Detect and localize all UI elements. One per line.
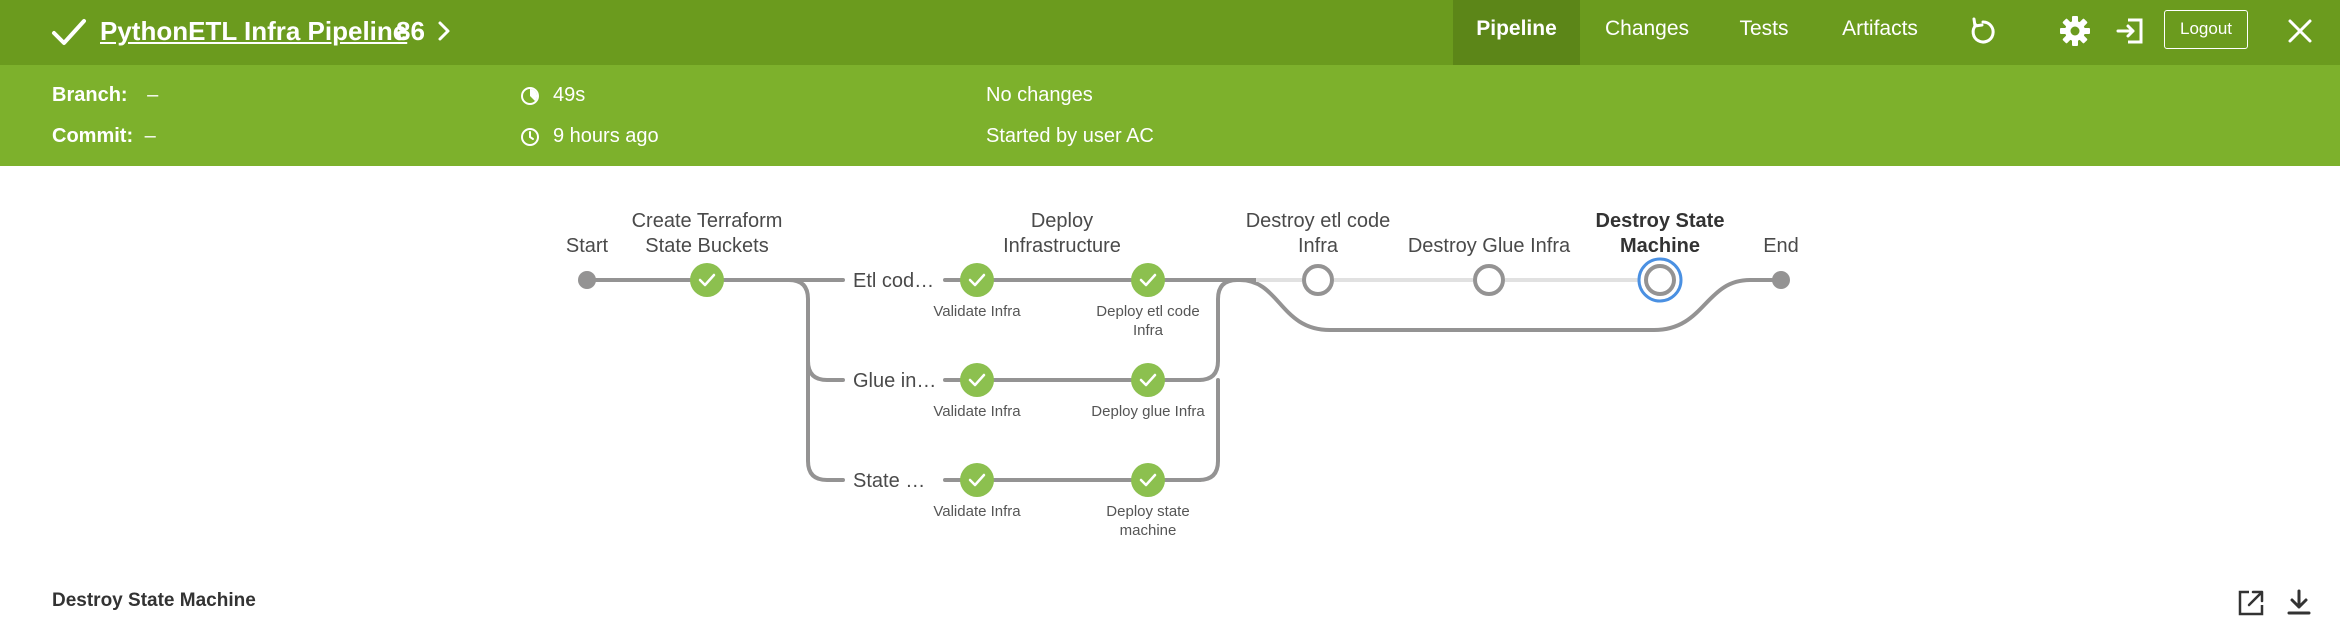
success-circle [1131, 263, 1165, 297]
step-node-glue-validate[interactable] [960, 363, 994, 397]
check-icon [698, 273, 716, 287]
step-node-etl-validate[interactable] [960, 263, 994, 297]
success-circle [690, 263, 724, 297]
branch-row: Branch: – [52, 82, 158, 108]
branch-label-etl[interactable]: Etl cod… [853, 270, 934, 292]
tab-artifacts[interactable]: Artifacts [1842, 17, 1918, 40]
stage-node-create-buckets[interactable] [690, 263, 724, 297]
tab-tests[interactable]: Tests [1739, 17, 1789, 40]
open-classic-icon[interactable] [2115, 15, 2147, 47]
check-icon [968, 273, 986, 287]
run-info-bar: Branch: – Commit: – 49s 9 hours ago No c… [0, 65, 2340, 166]
pipeline-title-link[interactable]: PythonETL Infra Pipeline [100, 16, 408, 46]
commit-row: Commit: – [52, 123, 156, 149]
changes-text: No changes [986, 84, 1093, 106]
step-node-glue-deploy[interactable] [1131, 363, 1165, 397]
step-label-glue-deploy: Deploy glue Infra [1091, 403, 1205, 420]
step-label-state-validate: Validate Infra [933, 503, 1021, 520]
check-icon [1139, 273, 1157, 287]
top-bar: PythonETL Infra Pipeline 86 Pipeline Cha… [0, 0, 2340, 65]
end-label: End [1763, 235, 1799, 257]
time-ago-text: 9 hours ago [553, 125, 659, 147]
success-circle [1131, 363, 1165, 397]
gear-icon[interactable] [2059, 15, 2091, 47]
step-label-state-deploy-1: Deploy state [1106, 503, 1189, 520]
connector-fork-glue [787, 278, 845, 382]
branch-label: Branch: [52, 84, 128, 106]
pipeline-graph: Start End Create Terraform State Buckets… [566, 210, 1799, 539]
selected-step-title: Destroy State Machine [52, 590, 256, 611]
step-label-etl-deploy-2: Infra [1133, 322, 1164, 339]
end-node [1772, 271, 1790, 289]
rerun-icon[interactable] [1967, 15, 1999, 47]
open-in-new-icon[interactable] [2236, 588, 2266, 618]
start-node [578, 271, 596, 289]
step-label-state-deploy-2: machine [1120, 522, 1177, 539]
run-number: 86 [396, 16, 425, 46]
download-icon[interactable] [2284, 588, 2314, 618]
check-icon [968, 473, 986, 487]
step-label-etl-deploy-1: Deploy etl code [1096, 303, 1199, 320]
stage-label-create-buckets-1: Create Terraform [632, 210, 783, 232]
connector-join-state [1198, 378, 1220, 482]
branch-value: – [147, 84, 159, 106]
stage-node-destroy-etl[interactable] [1302, 264, 1334, 296]
stage-label-deploy-infra-1: Deploy [1031, 210, 1093, 232]
branch-label-bg-etl [846, 264, 942, 294]
stage-label-destroy-etl-2: Infra [1298, 235, 1339, 257]
success-check-icon [52, 19, 86, 45]
start-label: Start [566, 235, 609, 257]
stage-node-destroy-glue[interactable] [1473, 264, 1505, 296]
success-circle [960, 363, 994, 397]
step-label-glue-validate: Validate Infra [933, 403, 1021, 420]
tab-pipeline[interactable]: Pipeline [1453, 0, 1580, 65]
success-circle [1131, 463, 1165, 497]
stage-label-deploy-infra-2: Infrastructure [1003, 235, 1121, 257]
check-icon [1139, 373, 1157, 387]
not-built-circle [1644, 264, 1676, 296]
stage-label-create-buckets-2: State Buckets [645, 235, 768, 257]
commit-label: Commit: [52, 125, 134, 147]
step-node-state-deploy[interactable] [1131, 463, 1165, 497]
stage-node-destroy-sm-selected[interactable] [1637, 257, 1683, 303]
connector-skip-path [1238, 278, 1783, 332]
connector-join-glue [1198, 278, 1239, 382]
clock-icon [521, 128, 539, 146]
chevron-right-icon[interactable] [434, 20, 454, 42]
success-circle [960, 263, 994, 297]
duration-icon [521, 87, 539, 105]
branch-label-bg-glue [846, 364, 942, 394]
stage-label-destroy-sm-1: Destroy State [1596, 210, 1725, 232]
stage-label-destroy-sm-2: Machine [1620, 235, 1700, 257]
connector-fork-state [806, 359, 845, 482]
commit-value: – [144, 125, 156, 147]
step-node-etl-deploy[interactable] [1131, 263, 1165, 297]
started-by-text: Started by user AC [986, 125, 1154, 147]
stage-label-destroy-etl-1: Destroy etl code [1246, 210, 1391, 232]
branch-label-state[interactable]: State … [853, 470, 925, 492]
close-icon[interactable] [2284, 15, 2316, 47]
check-icon [1139, 473, 1157, 487]
tab-changes[interactable]: Changes [1604, 17, 1690, 40]
duration-text: 49s [553, 84, 586, 106]
check-icon [968, 373, 986, 387]
stage-label-destroy-glue: Destroy Glue Infra [1408, 235, 1571, 257]
step-label-etl-validate: Validate Infra [933, 303, 1021, 320]
success-circle [960, 463, 994, 497]
step-node-state-validate[interactable] [960, 463, 994, 497]
branch-label-bg-state [846, 464, 942, 494]
logout-button[interactable]: Logout [2164, 10, 2248, 49]
branch-label-glue[interactable]: Glue in… [853, 370, 936, 392]
